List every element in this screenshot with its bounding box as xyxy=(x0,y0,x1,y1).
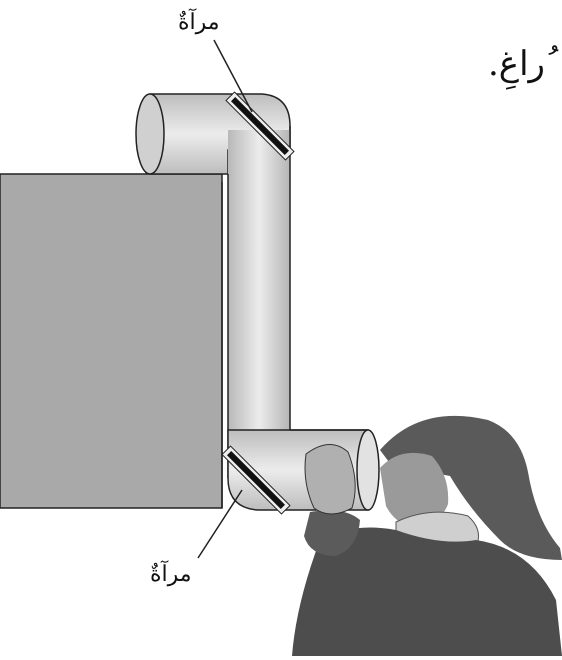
caption-fragment: ُراغِ. xyxy=(488,44,545,84)
mirror-label-bottom: مرآةٌ xyxy=(150,562,192,587)
person-figure xyxy=(292,416,562,656)
mirror-label-top: مرآةٌ xyxy=(178,10,220,35)
wall-obstacle xyxy=(0,174,222,508)
